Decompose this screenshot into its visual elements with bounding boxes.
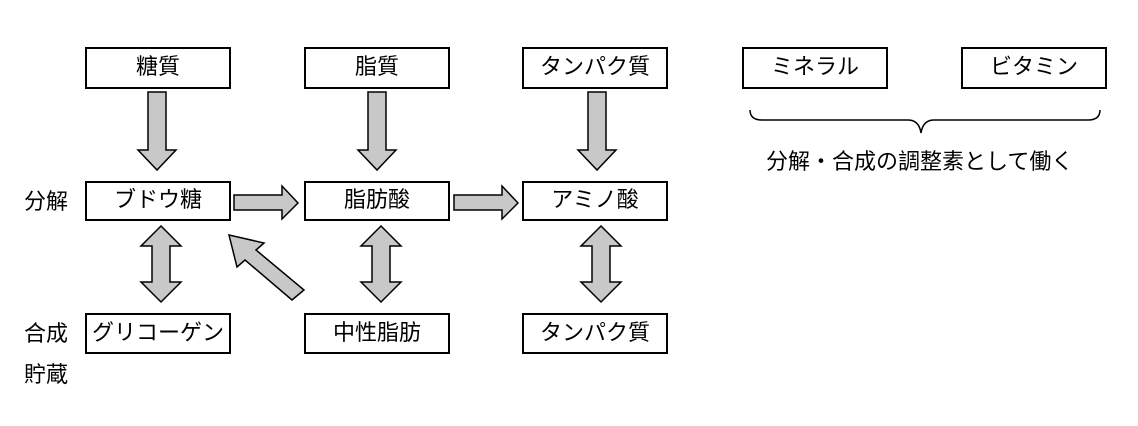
arrow-fatty-acid-to-amino-acid: [453, 184, 520, 221]
box-carbohydrate: 糖質: [85, 47, 231, 89]
box-storage-protein: タンパク質: [522, 313, 668, 354]
row-label-synthesize: 合成: [24, 322, 69, 347]
arrow-lipid-to-fatty-acid: [356, 91, 398, 172]
row-label-store: 貯蔵: [24, 363, 69, 388]
double-arrow-fatty-acid-neutral-fat: [359, 224, 403, 304]
box-protein: タンパク質: [522, 47, 668, 89]
box-glycogen: グリコーゲン: [85, 313, 231, 354]
box-vitamin: ビタミン: [961, 47, 1107, 89]
arrow-carbohydrate-to-glucose: [136, 91, 178, 172]
arrow-protein-to-amino-acid: [576, 91, 618, 172]
row-label-decompose: 分解: [24, 190, 69, 215]
box-lipid: 脂質: [304, 47, 450, 89]
box-glucose: ブドウ糖: [85, 181, 231, 221]
double-arrow-glucose-glycogen: [139, 224, 183, 304]
box-fatty-acid: 脂肪酸: [304, 181, 450, 221]
regulator-caption: 分解・合成の調整素として働く: [766, 150, 1074, 175]
arrow-glucose-to-fatty-acid: [233, 184, 300, 221]
box-mineral: ミネラル: [742, 47, 888, 89]
box-neutral-fat: 中性脂肪: [304, 313, 450, 354]
brace: [749, 109, 1101, 134]
double-arrow-amino-acid-protein: [579, 224, 623, 304]
box-amino-acid: アミノ酸: [522, 181, 668, 221]
arrow-neutral-fat-to-glucose: [227, 233, 306, 301]
